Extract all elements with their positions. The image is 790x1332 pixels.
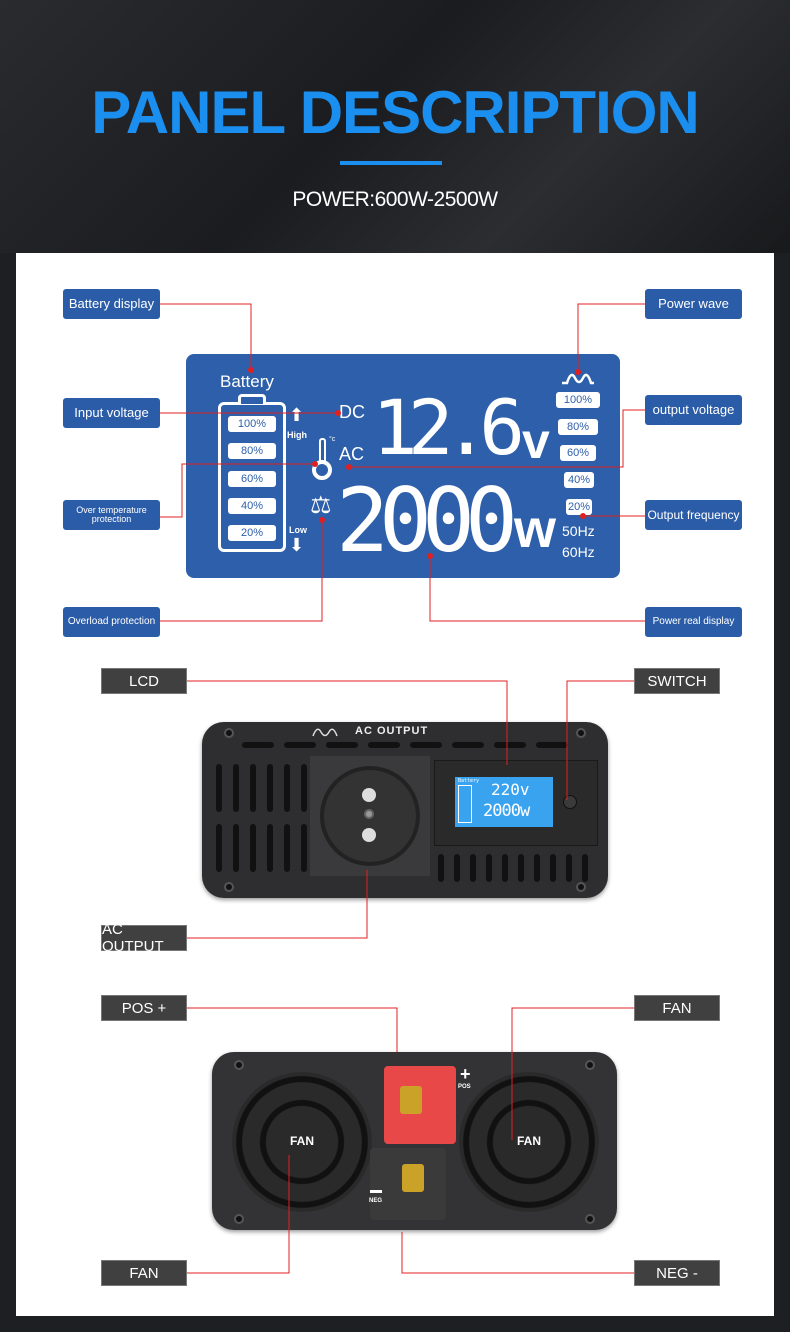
power-range-subtitle: POWER:600W-2500W [292,188,498,211]
sine-wave-icon [312,728,338,737]
fan-right: FAN [459,1072,599,1212]
mini-battery-label: Battery [458,778,480,784]
lcd-bezel: Battery 220v 2000w [434,760,598,846]
neg-text: NEG [369,1198,383,1204]
power-unit: w [514,499,557,559]
low-label: Low [289,525,307,535]
battery-level: 80% [228,443,276,459]
voltage-unit: v [522,413,550,469]
mini-voltage-readout: 220v [491,780,530,799]
screw [576,728,586,738]
callout-output-frequency: Output frequency [645,500,742,530]
callout-over-temperature: Over temperature protection [63,500,160,530]
ac-output-panel-text: AC OUTPUT [355,725,429,737]
wave-level: 20% [566,499,592,515]
pos-text: POS [458,1084,471,1090]
fan-left-text: FAN [290,1134,314,1148]
label-ac-output: AC OUTPUT [101,921,187,955]
dc-label: DC [339,402,365,422]
title-underline [340,161,442,165]
label-fan-left: FAN [101,1260,187,1286]
ac-socket[interactable] [310,756,430,876]
arrow-down-icon: ⬇ [289,535,305,555]
battery-level: 100% [228,416,276,432]
arrow-up-icon: ⬆ [289,405,305,425]
positive-terminal[interactable] [384,1066,456,1144]
lcd-diagram: Battery 100% 80% 60% 40% 20% ⬆ High Low … [186,354,620,578]
plus-icon: + [460,1064,471,1084]
screw [224,728,234,738]
fan-right-text: FAN [517,1134,541,1148]
wave-level: 40% [564,472,594,488]
callout-overload: Overload protection [63,607,160,637]
screw [576,882,586,892]
inverter-front-panel: AC OUTPUT Battery 220v 2000w [202,722,608,898]
callout-power-wave: Power wave [645,289,742,319]
wave-level: 60% [560,445,596,461]
power-readout: 2000 [336,469,518,572]
label-neg: NEG - [634,1260,720,1286]
page-title: PANEL DESCRIPTION [91,79,700,146]
label-pos: POS + [101,995,187,1021]
inverter-rear-panel: FAN FAN + POS NEG [212,1052,617,1230]
header-background [0,0,790,253]
fan-left: FAN [232,1072,372,1212]
celsius-label: °c [329,436,336,443]
wave-level: 80% [558,419,598,435]
wave-level: 100% [556,392,600,408]
voltage-readout: 12.6 [372,383,525,472]
battery-terminal [238,394,266,404]
mini-power-readout: 2000w [483,801,530,821]
negative-terminal[interactable] [370,1148,446,1220]
screw [224,882,234,892]
battery-level: 20% [228,525,276,541]
sine-wave-icon [562,373,594,385]
label-lcd: LCD [101,668,187,694]
ac-label: AC [339,444,365,464]
callout-input-voltage: Input voltage [63,398,160,428]
high-label: High [287,430,307,440]
battery-level: 40% [228,498,276,514]
callout-output-voltage: output voltage [645,395,742,425]
label-switch: SWITCH [634,668,720,694]
lcd-screen: Battery 220v 2000w [455,777,553,827]
power-switch[interactable] [563,795,577,809]
battery-level: 60% [228,471,276,487]
freq-50hz: 50Hz [562,523,595,539]
battery-label: Battery [220,372,274,391]
thermometer-bulb-icon [312,460,332,480]
callout-power-real-display: Power real display [645,607,742,637]
label-fan-right: FAN [634,995,720,1021]
callout-battery-display: Battery display [63,289,160,319]
minus-icon [370,1190,382,1193]
freq-60hz: 60Hz [562,544,595,560]
overload-scale-icon: ⚖ [310,492,332,519]
